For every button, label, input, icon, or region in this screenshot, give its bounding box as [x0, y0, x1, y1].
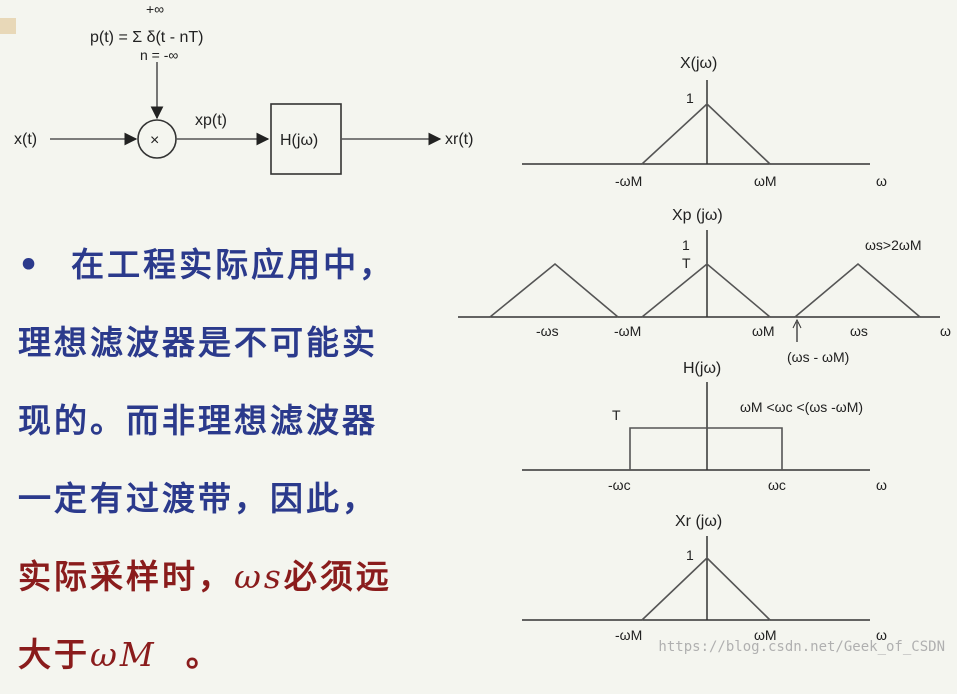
impulse-train-label: p(t) = Σ δ(t - nT)	[90, 29, 203, 46]
xp-gap-arrow-head	[792, 318, 802, 329]
x-right-tick: ωM	[754, 173, 777, 189]
xp-peak-denominator: T	[682, 255, 691, 271]
xp-spectrum-title: Xp (jω)	[672, 207, 723, 224]
xp-gap-label: (ωs - ωM)	[787, 349, 849, 365]
input-label: x(t)	[14, 131, 37, 148]
multiplier-symbol: ×	[150, 132, 159, 149]
bullet-line-1-text: 在工程实际应用中，	[71, 245, 396, 284]
filter-label: H(jω)	[280, 132, 318, 149]
xp-peak-numerator: 1	[682, 237, 690, 253]
x-peak-label: 1	[686, 90, 694, 106]
bullet-line-4: 一定有过渡带，因此，	[18, 479, 378, 518]
x-spectrum-title: X(jω)	[680, 55, 717, 72]
watermark: https://blog.csdn.net/Geek_of_CSDN	[658, 639, 945, 655]
xr-peak-label: 1	[686, 547, 694, 563]
xp-axis-symbol: ω	[940, 323, 951, 339]
bullet-line-5-post: 必须远	[283, 557, 392, 596]
omega-m-symbol: ωM	[90, 635, 157, 674]
bullet-text-block: • 在工程实际应用中， 理想滤波器是不可能实 现的。而非理想滤波器 一定有过渡带…	[18, 226, 458, 694]
xr-left-tick: -ωM	[615, 627, 642, 643]
sum-lower-limit: n = -∞	[140, 47, 178, 63]
h-axis-symbol: ω	[876, 477, 887, 493]
sampled-signal-label: xp(t)	[195, 112, 227, 129]
xp-left-triangle	[489, 262, 619, 318]
xr-spectrum-plot: Xr (jω) 1 -ωM ωM ω	[522, 513, 887, 643]
xr-triangle	[641, 556, 771, 621]
xp-center-triangle	[641, 262, 771, 318]
bullet-line-6-pre: 大于	[18, 635, 90, 674]
bullet-marker: •	[18, 245, 43, 284]
xp-tick-neg-ws: -ωs	[536, 323, 559, 339]
bullet-line-3: 现的。而非理想滤波器	[18, 401, 378, 440]
h-left-tick: -ωc	[608, 477, 631, 493]
xp-tick-ws: ωs	[850, 323, 868, 339]
h-spectrum-plot: H(jω) T ωM <ωc <(ωs -ωM) -ωc ωc ω	[522, 360, 887, 493]
xp-tick-wm: ωM	[752, 323, 775, 339]
xp-right-triangle	[794, 262, 921, 318]
bullet-line-6-post: 。	[185, 635, 222, 674]
bullet-line-5-pre: 实际采样时，	[18, 557, 234, 596]
h-rectangle	[629, 427, 783, 470]
bullet-line-6: 大于ωM 。	[18, 616, 458, 694]
h-right-tick: ωc	[768, 477, 786, 493]
x-left-tick: -ωM	[615, 173, 642, 189]
xp-tick-neg-wm: -ωM	[614, 323, 641, 339]
bullet-line-1: • 在工程实际应用中，	[18, 226, 458, 304]
xr-spectrum-title: Xr (jω)	[675, 513, 722, 530]
sum-upper-limit: +∞	[146, 1, 164, 17]
sampling-block-diagram: p(t) = Σ δ(t - nT) +∞ n = -∞ x(t) × xp(t…	[14, 1, 473, 175]
h-spectrum-title: H(jω)	[683, 360, 721, 377]
h-condition: ωM <ωc <(ωs -ωM)	[740, 399, 863, 415]
omega-s-symbol: ωs	[234, 557, 284, 596]
corner-marker	[0, 18, 16, 34]
x-triangle	[641, 102, 771, 165]
xp-condition: ωs>2ωM	[865, 237, 922, 253]
bullet-line-2: 理想滤波器是不可能实	[18, 323, 378, 362]
xp-spectrum-plot: Xp (jω) 1 T ωs>2ωM -ωs -ωM ωM ωs ω (ωs -…	[458, 207, 951, 365]
bullet-line-5: 实际采样时，ωs必须远	[18, 538, 458, 616]
output-label: xr(t)	[445, 131, 473, 148]
x-axis-symbol: ω	[876, 173, 887, 189]
x-spectrum-plot: X(jω) 1 -ωM ωM ω	[522, 55, 887, 189]
h-gain-label: T	[612, 407, 621, 423]
